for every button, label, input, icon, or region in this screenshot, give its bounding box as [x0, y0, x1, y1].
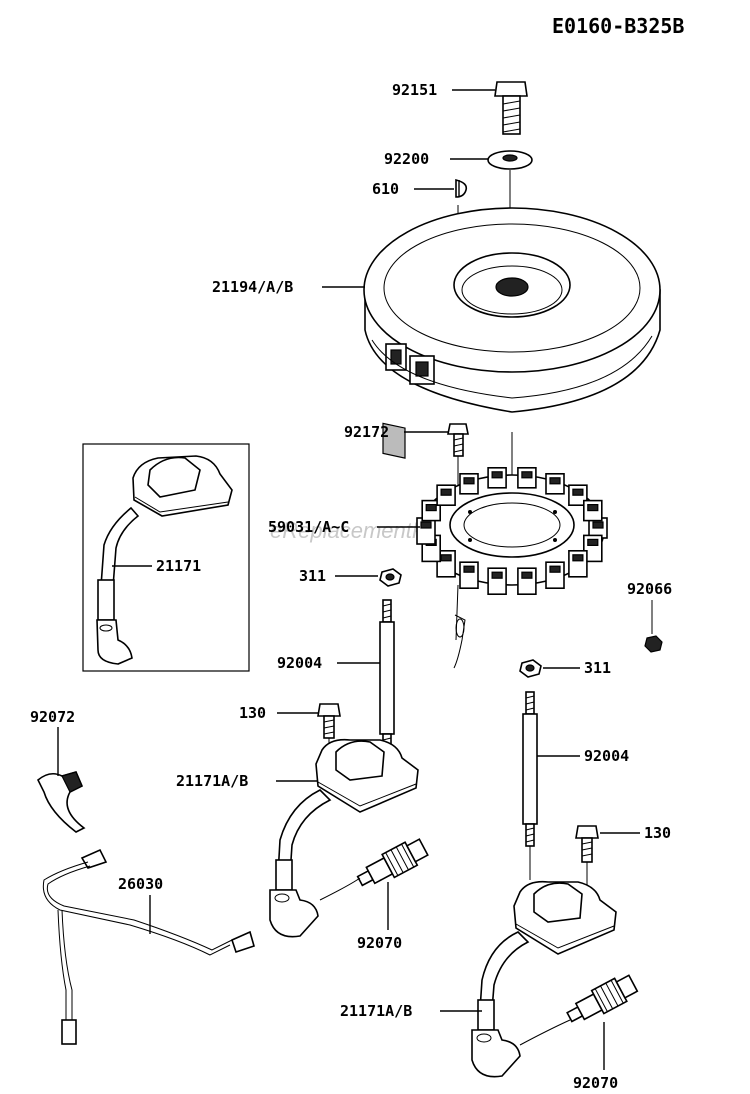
label-21171AB-right: 21171A/B	[340, 1002, 412, 1020]
spark-plug-92070-right[interactable]	[563, 972, 639, 1029]
stator-59031[interactable]	[416, 432, 608, 669]
diagram-id: E0160-B325B	[552, 14, 684, 38]
label-311-left: 311	[299, 567, 326, 585]
flywheel-21194[interactable]	[363, 207, 661, 459]
stator-tooth-shade	[463, 565, 475, 573]
label-92072: 92072	[30, 708, 75, 726]
label-92151: 92151	[392, 81, 437, 99]
stator-tooth-shade	[440, 488, 452, 496]
label-92004-right: 92004	[584, 747, 629, 765]
label-92172: 92172	[344, 423, 389, 441]
coil-21171AB-left[interactable]	[269, 738, 419, 938]
label-92070-left: 92070	[357, 934, 402, 952]
stator-tooth-shade	[587, 504, 599, 512]
nut-311-left[interactable]	[379, 568, 402, 587]
label-21171: 21171	[156, 557, 201, 575]
inset-box-21171[interactable]	[82, 443, 250, 672]
nut-311-right[interactable]	[519, 659, 542, 678]
key-610[interactable]	[455, 178, 468, 198]
stator-tooth-shade	[592, 521, 604, 529]
lead-wire-26030[interactable]	[42, 848, 255, 1045]
stator-tooth-shade	[463, 477, 475, 485]
label-92200: 92200	[384, 150, 429, 168]
stator-tooth-shade	[572, 488, 584, 496]
label-21171AB-left: 21171A/B	[176, 772, 248, 790]
coil-21171AB-right[interactable]	[471, 846, 617, 1078]
stator-tooth-shade	[549, 477, 561, 485]
stator-tooth-shade	[521, 471, 533, 479]
stator-tooth-shade	[572, 554, 584, 562]
bolt-92151[interactable]	[494, 81, 528, 135]
bolt-130-right[interactable]	[575, 825, 599, 863]
bolt-130-left[interactable]	[317, 703, 341, 739]
label-92066: 92066	[627, 580, 672, 598]
label-92004-left: 92004	[277, 654, 322, 672]
label-59031: 59031/A~C	[268, 518, 349, 536]
label-92070-right: 92070	[573, 1074, 618, 1092]
stud-92004-left[interactable]	[379, 599, 395, 757]
stator-tooth-shade	[549, 565, 561, 573]
label-311-right: 311	[584, 659, 611, 677]
label-130-right: 130	[644, 824, 671, 842]
stator-tooth-shade	[420, 521, 432, 529]
label-21194: 21194/A/B	[212, 278, 293, 296]
stator-tooth-shade	[587, 538, 599, 547]
nut-92066[interactable]	[644, 635, 663, 653]
label-610: 610	[372, 180, 399, 198]
stator-tooth-shade	[425, 504, 437, 512]
washer-92200[interactable]	[487, 150, 533, 170]
label-26030: 26030	[118, 875, 163, 893]
stator-tooth-shade	[521, 571, 533, 579]
stator-tooth-shade	[440, 554, 452, 562]
stud-92004-right[interactable]	[522, 691, 538, 847]
spark-plug-92070-left[interactable]	[354, 836, 430, 893]
stator-tooth-shade	[491, 571, 503, 579]
stator-tooth-shade	[491, 471, 503, 479]
label-130-left: 130	[239, 704, 266, 722]
clamp-92072[interactable]	[37, 771, 86, 833]
screw-92172[interactable]	[447, 423, 469, 457]
